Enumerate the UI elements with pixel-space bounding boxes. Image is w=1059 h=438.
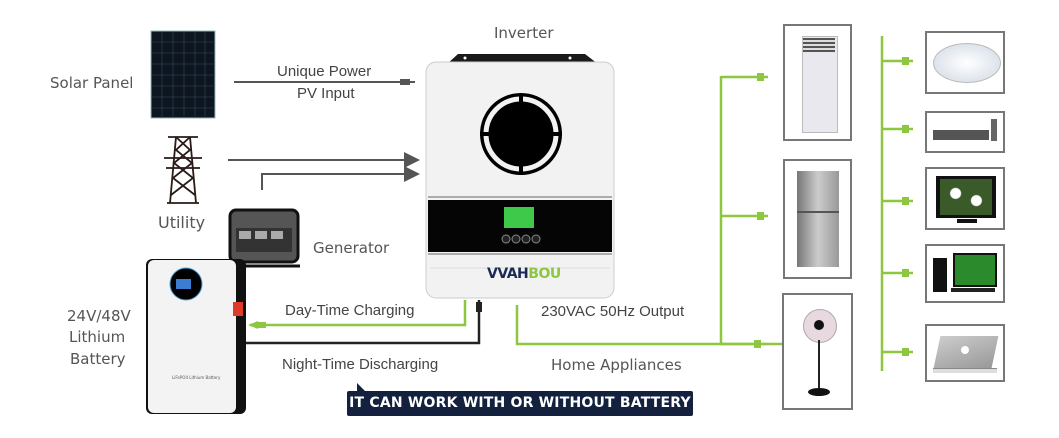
day-charging-line <box>250 300 467 327</box>
utility-label: Utility <box>158 213 206 232</box>
plug-icon <box>902 269 909 277</box>
brand-logo-part2: BOU <box>528 266 561 282</box>
utility-tower-icon <box>164 136 202 204</box>
night-discharging-line <box>246 300 481 345</box>
generator-icon <box>228 208 300 268</box>
pv-plug-icon <box>400 79 410 85</box>
battery-unit-icon: LiFePO4 Lithium Battery <box>146 259 246 414</box>
appliance-laptop <box>925 324 1005 382</box>
home-appliances-label: Home Appliances <box>551 356 682 374</box>
solar-panel-label: Solar Panel <box>50 74 134 92</box>
battery-label-line1: 24V/48V <box>67 307 131 325</box>
day-charging-label: Day-Time Charging <box>285 302 415 319</box>
pv-input-label-line1: Unique Power <box>277 63 372 80</box>
inverter-label: Inverter <box>494 24 554 42</box>
solar-panel-icon <box>150 30 216 119</box>
brand-logo: VVAHBOU <box>487 266 561 282</box>
inverter-plug-icon <box>476 302 482 312</box>
appliance-refrigerator <box>783 159 852 279</box>
plug-icon <box>757 73 764 81</box>
output-line <box>515 305 789 346</box>
pv-input-label-line2: PV Input <box>297 85 355 102</box>
appliance-desktop-computer <box>925 244 1005 303</box>
battery-label-line3: Battery <box>70 350 126 368</box>
battery-optional-banner: IT CAN WORK WITH OR WITHOUT BATTERY <box>347 391 693 416</box>
plug-icon <box>754 340 761 348</box>
night-discharging-label: Night-Time Discharging <box>282 356 439 373</box>
plug-icon <box>902 348 909 356</box>
plug-icon <box>902 57 909 65</box>
banner-tail <box>357 383 365 391</box>
battery-label-line2: Lithium <box>69 328 126 346</box>
appliance-air-conditioner <box>783 24 852 141</box>
brand-logo-part1: VVAH <box>487 266 529 282</box>
generator-label: Generator <box>313 239 390 257</box>
appliance-standing-fan <box>782 293 853 410</box>
generator-line <box>261 166 420 190</box>
output-label: 230VAC 50Hz Output <box>541 303 685 320</box>
appliance-dvd-player <box>925 111 1005 153</box>
inverter-unit-icon <box>425 54 615 299</box>
plug-icon <box>902 125 909 133</box>
appliance-ceiling-lamp <box>925 31 1005 94</box>
plug-icon <box>902 197 909 205</box>
battery-plug-icon <box>248 321 258 329</box>
appliance-television <box>925 167 1005 230</box>
plug-icon <box>757 212 764 220</box>
battery-product-label: LiFePO4 Lithium Battery <box>172 375 221 380</box>
